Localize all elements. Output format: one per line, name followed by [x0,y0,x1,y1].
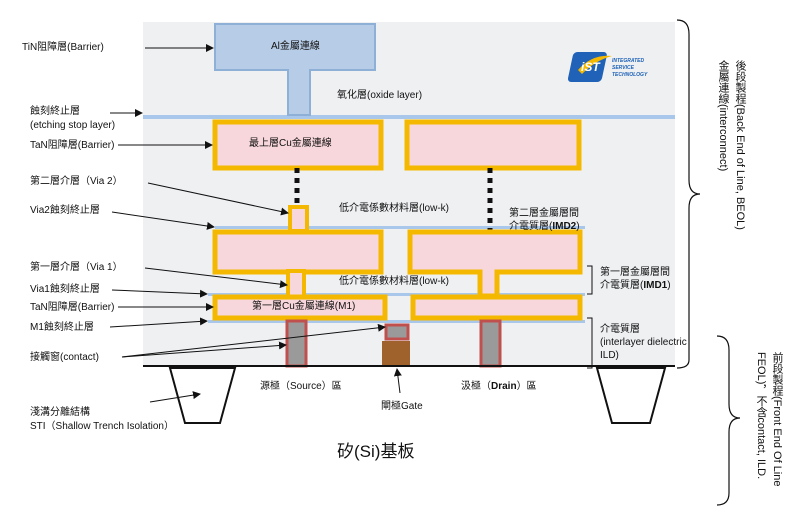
label-imd1-prefix: 介電質層( [600,280,644,291]
label-ild-line3: ILD) [600,350,619,361]
m1-wire-left [212,294,388,321]
label-contact: 接觸窗(contact) [30,352,99,363]
label-imd1-line2: 介電質層(IMD1) [600,280,671,292]
label-ild-line2: (interlayer dielectric [600,337,687,348]
label-imd2-bold: IMD2 [552,221,577,232]
imd1-bracket [587,265,593,295]
label-substrate: 矽(Si)基板 [337,442,415,461]
label-low-k-lower: 低介電係數材料層(low-k) [339,276,449,287]
m1-wire-right [410,294,583,321]
label-imd1-bold: IMD1 [643,280,668,291]
arrow-contact-source [121,341,287,358]
label-feol-col1: 前段製程(Front End Of Line [771,352,783,487]
label-beol-col2: 金屬連線(interconnect) [717,60,729,172]
m1-etch-stop-layer [208,320,585,323]
label-sti-en: STI（Shallow Trench Isolation） [30,421,174,432]
label-etch-stop-zh: 蝕刻終止層 [30,106,80,117]
label-imd2-line2: 介電質層(IMD2) [509,221,580,233]
ist-logo-line1: INTEGRATED [612,58,645,64]
label-al-wire: Al金屬連線 [271,41,320,52]
label-etch-stop-en: (etching stop layer) [30,120,116,131]
arrow-via1 [144,267,288,289]
label-tin-barrier: TiN阻障層(Barrier) [22,42,104,53]
via2-plug [288,205,309,233]
arrow-m1-etch-stop [109,317,208,328]
label-tan-barrier-bottom: TaN阻障層(Barrier) [30,302,115,313]
label-imd2-suffix: ) [576,221,580,232]
ist-logo-line2: SERVICE [612,65,634,71]
via1-etch-stop-layer [208,293,585,296]
label-arrows [109,44,402,403]
label-feol-col2: FEOL)，不含contact, ILD. [755,352,767,480]
al-wire [214,23,376,116]
m2-wire-left [212,229,384,275]
contact-drain [479,319,502,368]
label-imd2-line1: 第二層金屬層間 [509,208,579,219]
label-drain-prefix: 汲極（ [461,381,491,392]
gate-block [382,341,410,366]
label-imd2-prefix: 介電質層( [509,221,553,232]
label-drain-suffix: ）區 [516,381,537,392]
arrow-gate [393,368,402,394]
via2-etch-stop-layer [215,226,585,229]
label-via1: 第一層介層（Via 1） [30,262,123,273]
label-drain: 汲極（Drain）區 [461,381,537,393]
label-imd1-suffix: ) [667,280,671,291]
label-gate: 閘極Gate [381,401,423,412]
label-imd1-line1: 第一層金屬層間 [600,267,670,278]
label-ild-line1: 介電質層 [600,324,640,335]
via1-plug-left [286,269,306,300]
label-drain-bold: Drain [491,381,517,392]
label-top-cu: 最上層Cu金屬連線 [249,138,332,149]
arrow-via2 [147,182,289,216]
ist-logo-mark: iST [581,60,600,74]
ild-bracket [587,317,593,369]
label-m1-etch-stop: M1蝕刻終止層 [30,322,94,333]
label-tan-barrier-top: TaN阻障層(Barrier) [30,140,115,151]
sti-right [595,367,667,424]
top-cu-wire-right [404,119,582,171]
top-cu-wire-left [212,119,384,171]
label-oxide: 氧化層(oxide layer) [337,90,423,101]
label-via2: 第二層介層（Via 2） [30,176,123,187]
feol-bracket [716,335,741,506]
sti-left [168,367,237,424]
contact-source [285,319,308,368]
arrow-contact-gate [121,323,386,358]
ist-logo-line3: TECHNOLOGY [612,72,648,78]
label-m1: 第一層Cu金屬連線(M1) [252,301,356,312]
arrow-via1-etch-stop [111,289,208,298]
beol-bracket [676,19,701,369]
etch-stop-layer-top [143,115,675,119]
contact-gate [384,323,410,341]
label-via1-etch-stop: Via1蝕刻終止層 [30,284,100,295]
label-low-k-upper: 低介電係數材料層(low-k) [339,203,449,214]
arrow-via2-etch-stop [111,211,215,230]
ist-logo [567,52,612,82]
label-via2-etch-stop: Via2蝕刻終止層 [30,205,100,216]
ist-logo-swoosh [578,55,612,74]
label-beol-col1: 後段製程(Back End of Line, BEOL) [734,60,746,230]
label-sti-zh: 淺溝分離結構 [30,407,90,418]
label-source: 源極（Source）區 [260,381,342,392]
arrow-sti [149,391,201,403]
